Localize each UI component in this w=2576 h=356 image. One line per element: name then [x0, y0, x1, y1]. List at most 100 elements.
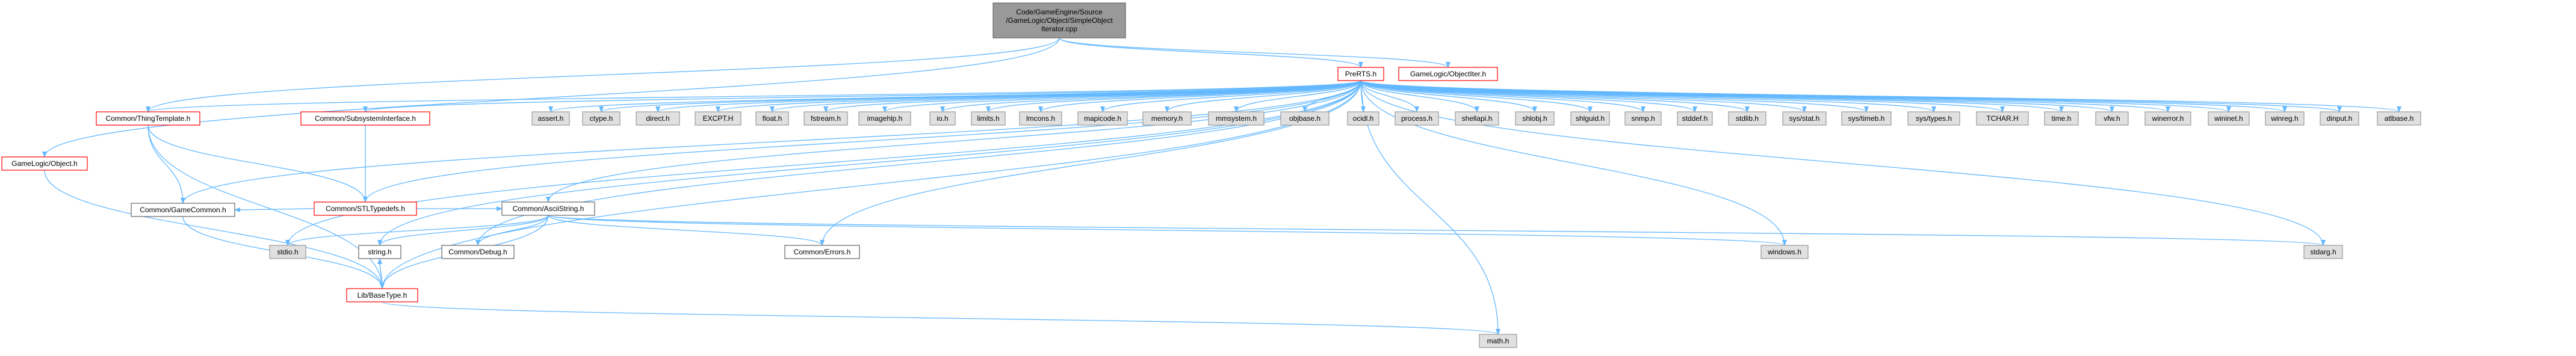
node-h-stdlib[interactable]: stdlib.h [1728, 111, 1766, 126]
node-box [441, 245, 515, 259]
node-math[interactable]: math.h [1479, 334, 1517, 348]
edge-prerts-to-h_lmcons [1038, 80, 1361, 112]
node-h-limits[interactable]: limits.h [971, 111, 1006, 126]
node-h-sysstat[interactable]: sys/stat.h [1782, 111, 1827, 126]
node-windows[interactable]: windows.h [1760, 245, 1809, 259]
edge-prerts-to-h_mmsystem [1234, 80, 1361, 112]
node-box [1728, 111, 1766, 126]
node-box [1347, 111, 1379, 126]
node-box [2320, 111, 2359, 126]
node-objiter[interactable]: GameLogic/ObjectIter.h [1398, 67, 1498, 81]
node-box [2265, 111, 2305, 126]
node-label: atlbase.h [2385, 114, 2414, 123]
node-h-tchar[interactable]: TCHAR.H [1976, 111, 2029, 126]
node-h-fstream[interactable]: fstream.h [803, 111, 848, 126]
edge-root-to-gameobject [42, 37, 1060, 158]
node-label: sys/timeb.h [1848, 114, 1885, 123]
node-errors[interactable]: Common/Errors.h [784, 245, 860, 259]
node-h-imagehlp[interactable]: imagehlp.h [858, 111, 911, 126]
node-h-ctype[interactable]: ctype.h [582, 111, 621, 126]
node-h-stddef[interactable]: stddef.h [1677, 111, 1713, 126]
node-h-shlguid[interactable]: shlguid.h [1570, 111, 1610, 126]
node-stringh[interactable]: string.h [358, 245, 401, 259]
edge-prerts-to-errors [820, 80, 1361, 246]
node-h-mmsystem[interactable]: mmsystem.h [1208, 111, 1265, 126]
node-h-dinput[interactable]: dinput.h [2320, 111, 2359, 126]
node-subsysiface[interactable]: Common/SubsystemInterface.h [300, 111, 430, 126]
node-label: Common/STLTypedefs.h [326, 204, 405, 213]
node-h-snmp[interactable]: snmp.h [1624, 111, 1662, 126]
node-label: PreRTS.h [1345, 70, 1376, 78]
node-h-winerror[interactable]: winerror.h [2144, 111, 2191, 126]
node-h-process[interactable]: process.h [1395, 111, 1439, 126]
node-asciistring[interactable]: Common/AsciiString.h [501, 201, 595, 216]
node-h-mapicode[interactable]: mapicode.h [1077, 111, 1128, 126]
edge-prerts-to-h_shellapi [1360, 80, 1479, 112]
edge-prerts-to-windows [1360, 80, 1787, 246]
node-label: Iterator.cpp [1041, 25, 1077, 33]
node-h-direct[interactable]: direct.h [636, 111, 680, 126]
node-label: snmp.h [1631, 114, 1655, 123]
node-label: ocidl.h [1353, 114, 1374, 123]
node-h-atlbase[interactable]: atlbase.h [2377, 111, 2421, 126]
node-h-excpt[interactable]: EXCPT.H [695, 111, 742, 126]
edge-prerts-to-h_time [1360, 80, 2064, 112]
edge-prerts-to-gamecommon [181, 80, 1361, 204]
node-stltypedefs[interactable]: Common/STLTypedefs.h [314, 201, 417, 216]
node-h-memory[interactable]: memory.h [1142, 111, 1192, 126]
node-thingtemplate[interactable]: Common/ThingTemplate.h [96, 111, 200, 126]
node-h-vfw[interactable]: vfw.h [2095, 111, 2129, 126]
node-label: EXCPT.H [703, 114, 734, 123]
node-stdio[interactable]: stdio.h [269, 245, 306, 259]
node-box [929, 111, 956, 126]
edge-prerts-to-h_snmp [1360, 80, 1646, 112]
edge-prerts-to-stdio [285, 80, 1361, 246]
node-h-float[interactable]: float.h [755, 111, 789, 126]
node-box [501, 201, 595, 216]
node-label: assert.h [538, 114, 564, 123]
node-h-systypes[interactable]: sys/types.h [1907, 111, 1960, 126]
node-h-time[interactable]: time.h [2044, 111, 2079, 126]
node-box [1398, 67, 1498, 81]
edge-prerts-to-h_stddef [1360, 80, 1697, 112]
node-stdarg[interactable]: stdarg.h [2303, 245, 2343, 259]
node-prerts[interactable]: PreRTS.h [1337, 67, 1384, 81]
node-h-winreg[interactable]: winreg.h [2265, 111, 2305, 126]
edge-asciistring-to-stdarg [548, 215, 2325, 246]
node-label: shellapi.h [1462, 114, 1493, 123]
node-label: process.h [1401, 114, 1432, 123]
node-box [2044, 111, 2079, 126]
node-h-io[interactable]: io.h [929, 111, 956, 126]
node-box [300, 111, 430, 126]
node-h-shellapi[interactable]: shellapi.h [1455, 111, 1499, 126]
node-h-shlobj[interactable]: shlobj.h [1515, 111, 1555, 126]
node-h-systimeb[interactable]: sys/timeb.h [1841, 111, 1892, 126]
node-box [96, 111, 200, 126]
node-box [1570, 111, 1610, 126]
edge-prerts-to-h_imagehlp [882, 80, 1361, 112]
node-h-objbase[interactable]: objbase.h [1280, 111, 1330, 126]
node-label: ctype.h [590, 114, 613, 123]
node-label: Common/GameCommon.h [140, 206, 226, 214]
node-label: fstream.h [811, 114, 841, 123]
node-gameobject[interactable]: GameLogic/Object.h [1, 156, 88, 171]
edge-asciistring-to-errors [548, 215, 825, 246]
node-gamecommon[interactable]: Common/GameCommon.h [131, 203, 235, 217]
edge-prerts-to-h_wininet [1360, 80, 2231, 112]
node-box [582, 111, 621, 126]
node-debug[interactable]: Common/Debug.h [441, 245, 515, 259]
node-h-lmcons[interactable]: lmcons.h [1019, 111, 1062, 126]
node-h-assert[interactable]: assert.h [531, 111, 570, 126]
node-h-wininet[interactable]: wininet.h [2208, 111, 2250, 126]
node-h-ocidl[interactable]: ocidl.h [1347, 111, 1379, 126]
node-label: stdio.h [277, 248, 298, 256]
node-box [1782, 111, 1827, 126]
edge-basetype-to-stringh [377, 258, 383, 289]
node-basetype[interactable]: Lib/BaseType.h [346, 288, 418, 302]
node-box [971, 111, 1006, 126]
edge-root-to-thingtemplate [146, 37, 1060, 112]
edge-prerts-to-h_shlobj [1360, 80, 1537, 112]
node-root[interactable]: Code/GameEngine/Source/GameLogic/Object/… [992, 2, 1126, 38]
node-label: limits.h [977, 114, 999, 123]
